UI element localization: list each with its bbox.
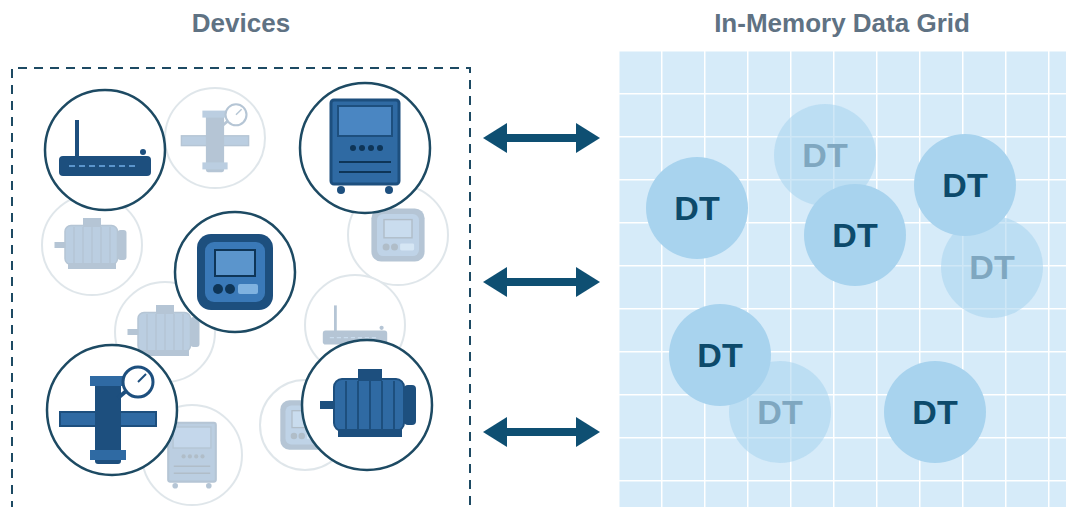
- twin-label: DT: [832, 216, 877, 255]
- digital-twin-circle: DT: [669, 304, 771, 406]
- twin-label: DT: [697, 336, 742, 375]
- double-arrow: [483, 417, 600, 447]
- digital-twin-circle: DT: [884, 361, 986, 463]
- twin-label: DT: [969, 248, 1014, 287]
- device-icons: [45, 83, 432, 475]
- digital-twin-circle: DT: [914, 134, 1016, 236]
- digital-twin-circle: DT: [804, 184, 906, 286]
- twin-label: DT: [674, 189, 719, 228]
- twin-label: DT: [757, 393, 802, 432]
- section-heading: Devices: [10, 8, 472, 39]
- double-arrow: [483, 267, 600, 297]
- dashed-border: [12, 68, 470, 507]
- double-arrow: [483, 123, 600, 153]
- twin-label: DT: [802, 136, 847, 175]
- twin-label: DT: [912, 393, 957, 432]
- twin-label: DT: [942, 166, 987, 205]
- digital-twin-circle: DT: [646, 157, 748, 259]
- faded-devices: [42, 88, 448, 505]
- section-heading: In-Memory Data Grid: [618, 8, 1066, 39]
- devices-region: Devices: [10, 0, 472, 507]
- data-grid-panel: In-Memory Data GridDT DT DT DT DT DT DT DT: [618, 0, 1066, 507]
